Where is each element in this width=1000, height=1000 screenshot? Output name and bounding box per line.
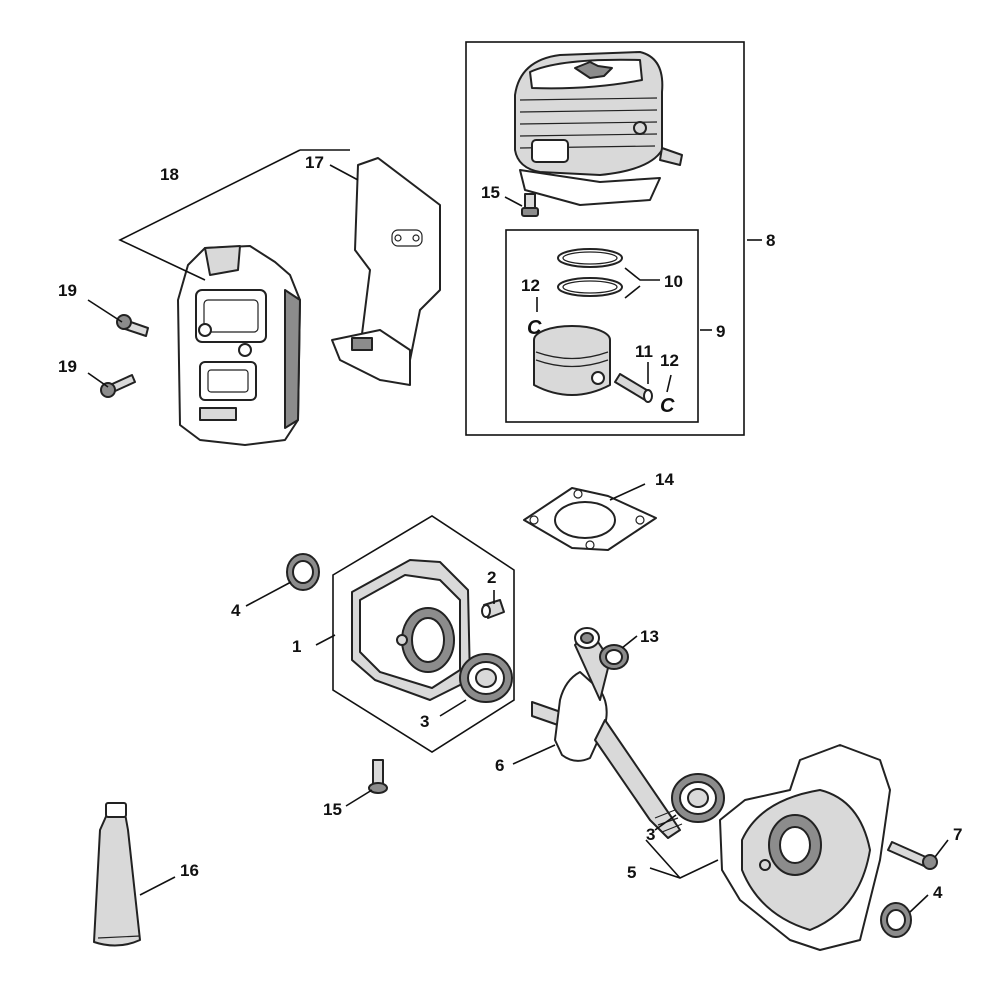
- callout-11: 11: [635, 342, 653, 361]
- screw-15-top: [521, 193, 539, 217]
- piston-rings: [557, 248, 623, 297]
- piston: [533, 325, 611, 396]
- callout-3-b: 3: [646, 825, 655, 844]
- grease-tube: [93, 802, 141, 947]
- callout-14: 14: [655, 470, 674, 489]
- piston-kit-frame: [505, 229, 699, 423]
- crankcase-half-right: [719, 744, 891, 951]
- muffler: [177, 245, 301, 446]
- callout-9: 9: [716, 322, 725, 341]
- callout-8: 8: [766, 231, 775, 250]
- cylinder-kit-frame: [465, 41, 745, 436]
- callout-19-a: 19: [58, 281, 77, 300]
- callout-15-b: 15: [323, 800, 342, 819]
- callout-18: 18: [160, 165, 179, 184]
- screw-7: [887, 841, 938, 870]
- callout-6: 6: [495, 756, 504, 775]
- bearing-3-a: [459, 653, 513, 703]
- dowel-pin: [481, 599, 505, 619]
- callout-7: 7: [953, 825, 962, 844]
- callout-4-b: 4: [933, 883, 943, 902]
- cylinder-gasket: [523, 487, 657, 551]
- callout-5: 5: [627, 863, 636, 882]
- callout-12-b: 12: [660, 351, 679, 370]
- oil-seal-4-a: [286, 553, 320, 591]
- callout-17: 17: [305, 153, 324, 172]
- heat-shield: [331, 157, 441, 386]
- crankcase-kit-frame: [332, 515, 515, 753]
- callout-4-a: 4: [231, 601, 241, 620]
- callout-12-a: 12: [521, 276, 540, 295]
- callout-19-b: 19: [58, 357, 77, 376]
- circlip-symbol-b: C: [660, 395, 675, 417]
- piston-pin: [614, 373, 653, 403]
- callout-10: 10: [664, 272, 683, 291]
- crankcase-half-left: [351, 559, 471, 701]
- screw-15-bottom: [368, 759, 388, 794]
- screw-19-a: [116, 314, 149, 337]
- cylinder: [514, 51, 683, 206]
- callout-2: 2: [487, 568, 496, 587]
- callout-15-a: 15: [481, 183, 500, 202]
- crankshaft: [531, 627, 683, 839]
- callout-3-a: 3: [420, 712, 429, 731]
- needle-cage: [599, 644, 629, 670]
- screw-19-b: [100, 374, 136, 398]
- leader-lines: [87, 149, 949, 913]
- circlip-symbol-a: C: [527, 317, 542, 339]
- callout-16: 16: [180, 861, 199, 880]
- callout-13: 13: [640, 627, 659, 646]
- callout-1: 1: [292, 637, 301, 656]
- bearing-3-b: [671, 773, 725, 823]
- oil-seal-4-b: [880, 902, 912, 938]
